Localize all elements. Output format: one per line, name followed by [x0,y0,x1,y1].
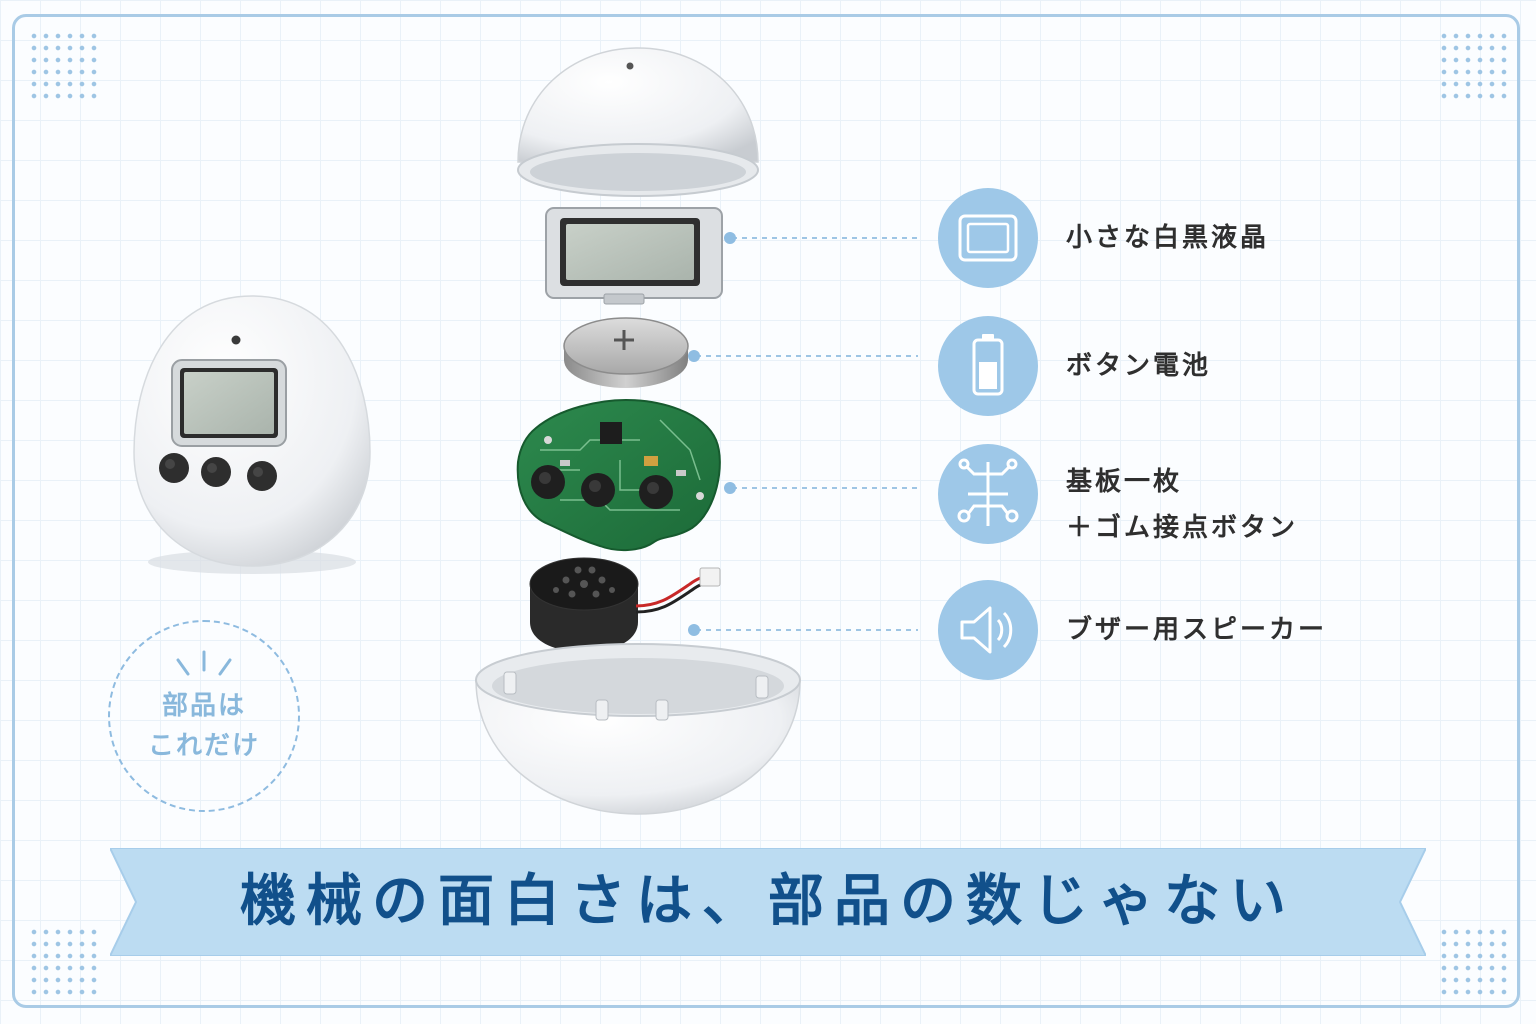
banner-slogan: 機械の面白さは、部品の数じゃない [240,869,1296,934]
feature-label-lcd: 小さな白黒液晶 [1066,223,1270,253]
badge-line-1: 部品は [161,691,246,721]
battery-icon [938,316,1038,416]
page-frame [12,14,1520,1008]
feature-label-board: 基板一枚 [1066,467,1183,497]
feature-label-battery: ボタン電池 [1066,351,1212,381]
badge-text: 部品は これだけ [110,686,298,766]
speaker-icon [938,580,1038,680]
parts-badge: 部品は これだけ [108,620,300,812]
sparkle-icon [176,650,232,676]
circuit-board-icon [938,444,1038,544]
assembled-egg-device [133,295,371,574]
circuit-board [516,398,721,552]
coin-battery [563,317,689,388]
corner-dots-top-left [28,30,98,100]
buzzer-speaker [529,557,721,652]
corner-dots-bottom-right [1438,926,1508,996]
badge-line-2: これだけ [147,731,260,761]
feature-label-buttons: ＋ゴム接点ボタン [1066,513,1299,543]
corner-dots-bottom-left [28,926,98,996]
feature-label-speaker: ブザー用スピーカー [1066,615,1328,645]
top-shell [517,47,759,197]
lcd-screen-icon [938,188,1038,288]
corner-dots-top-right [1438,30,1508,100]
lcd-module [545,207,723,305]
bottom-shell [475,643,801,815]
bottom-banner [110,848,1426,956]
